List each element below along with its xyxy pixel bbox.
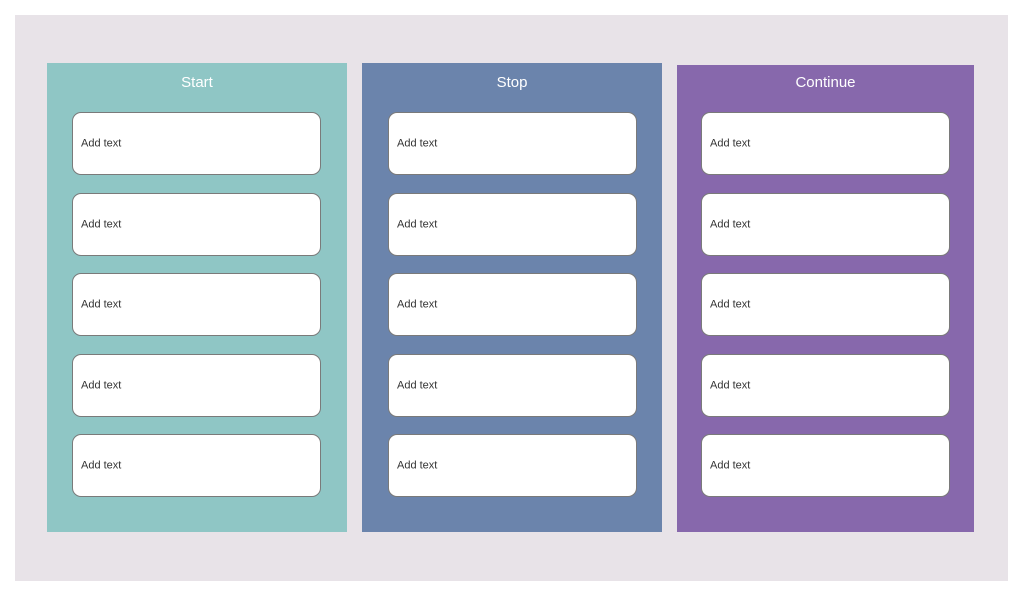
card-stop-2[interactable]: Add text: [388, 193, 637, 256]
retrospective-board: Start Add text Add text Add text Add tex…: [15, 15, 1008, 581]
card-continue-5[interactable]: Add text: [701, 434, 950, 497]
card-text[interactable]: Add text: [710, 218, 751, 230]
card-text[interactable]: Add text: [81, 298, 122, 310]
card-text[interactable]: Add text: [397, 137, 438, 149]
card-start-4[interactable]: Add text: [72, 354, 321, 417]
card-start-1[interactable]: Add text: [72, 112, 321, 175]
card-continue-1[interactable]: Add text: [701, 112, 950, 175]
card-text[interactable]: Add text: [710, 137, 751, 149]
card-text[interactable]: Add text: [710, 379, 751, 391]
column-continue: Continue Add text Add text Add text Add …: [677, 65, 974, 532]
card-stop-1[interactable]: Add text: [388, 112, 637, 175]
card-text[interactable]: Add text: [710, 459, 751, 471]
card-text[interactable]: Add text: [397, 379, 438, 391]
card-stop-4[interactable]: Add text: [388, 354, 637, 417]
card-text[interactable]: Add text: [397, 218, 438, 230]
card-stop-3[interactable]: Add text: [388, 273, 637, 336]
card-text[interactable]: Add text: [397, 298, 438, 310]
column-start: Start Add text Add text Add text Add tex…: [47, 63, 347, 532]
card-start-3[interactable]: Add text: [72, 273, 321, 336]
card-continue-3[interactable]: Add text: [701, 273, 950, 336]
card-text[interactable]: Add text: [397, 459, 438, 471]
column-title-continue: Continue: [795, 74, 856, 91]
card-text[interactable]: Add text: [710, 298, 751, 310]
card-text[interactable]: Add text: [81, 137, 122, 149]
card-text[interactable]: Add text: [81, 459, 122, 471]
card-continue-2[interactable]: Add text: [701, 193, 950, 256]
card-stop-5[interactable]: Add text: [388, 434, 637, 497]
column-title-stop: Stop: [496, 74, 528, 91]
card-text[interactable]: Add text: [81, 218, 122, 230]
card-start-5[interactable]: Add text: [72, 434, 321, 497]
column-stop: Stop Add text Add text Add text Add text…: [362, 63, 662, 532]
card-continue-4[interactable]: Add text: [701, 354, 950, 417]
column-title-start: Start: [181, 74, 213, 91]
card-text[interactable]: Add text: [81, 379, 122, 391]
card-start-2[interactable]: Add text: [72, 193, 321, 256]
